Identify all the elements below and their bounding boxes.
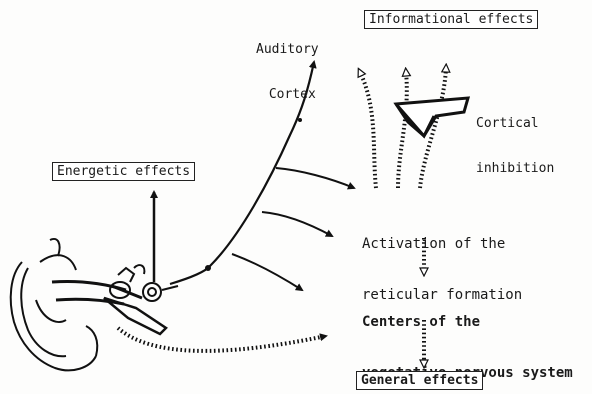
general-effects-box: General effects <box>356 371 483 390</box>
ascending-path-1 <box>360 72 376 188</box>
energetic-effects-box: Energetic effects <box>52 162 195 181</box>
reticular-formation-line-1: Activation of the <box>362 236 522 253</box>
cortical-inhibition-label: Cortical inhibition <box>476 86 554 206</box>
auditory-cortex-line-2: Cortex <box>256 87 319 102</box>
vegetative-centers-line-1: Centers of the <box>362 314 573 331</box>
nerve-node-1 <box>205 265 211 271</box>
cortical-inhibition-line-2: inhibition <box>476 161 554 176</box>
auditory-cortex-label: Auditory Cortex <box>256 12 319 132</box>
collateral-3 <box>232 254 302 290</box>
vegetative-centers-label: Centers of the vegetative nervous system <box>362 280 573 416</box>
collateral-2 <box>262 212 332 236</box>
auditory-cortex-line-1: Auditory <box>256 42 319 57</box>
diagram-canvas: Auditory Cortex Informational effects Co… <box>0 0 592 394</box>
dotted-ear-path <box>118 328 326 351</box>
cortical-inhibition-line-1: Cortical <box>476 116 554 131</box>
ascending-path-2 <box>398 72 407 188</box>
collateral-1 <box>276 168 354 188</box>
informational-effects-box: Informational effects <box>364 10 538 29</box>
